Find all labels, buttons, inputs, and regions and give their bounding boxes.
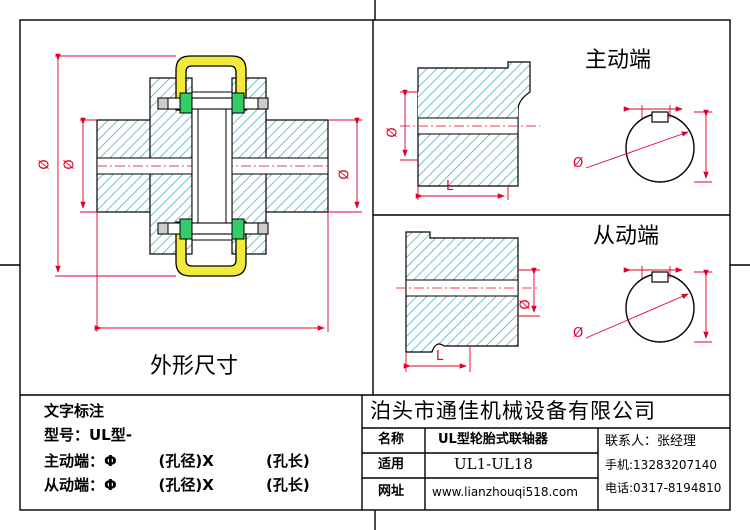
dim-phi-hub: Ø: [62, 159, 78, 170]
mobile-phone: 手机:13283207140: [605, 458, 718, 472]
dim-phi-right: Ø: [337, 169, 353, 180]
coupling-assembly-view: [55, 53, 362, 332]
dim-phi-drive-bore: Ø: [573, 156, 584, 171]
dim-phi-drive: Ø: [385, 127, 401, 138]
apply-value: UL1-UL18: [454, 455, 533, 473]
notes-model: 型号：UL型-: [44, 426, 132, 444]
name-value: UL型轮胎式联轴器: [438, 432, 548, 447]
outline-title: 外形尺寸: [150, 354, 239, 379]
dim-phi-outer: Ø: [37, 159, 53, 170]
drive-end-title: 主动端: [585, 48, 652, 73]
drive-end-section-view: [400, 61, 712, 200]
notes-driven-end: 从动端：Φ (孔径)X (孔长): [44, 476, 310, 494]
driven-end-section-view: [396, 231, 712, 372]
title-block-grid: [361, 395, 730, 510]
company-name: 泊头市通佳机械设备有限公司: [370, 399, 656, 423]
web-label: 网址: [378, 484, 405, 499]
notes-title: 文字标注: [44, 402, 105, 420]
web-value[interactable]: www.lianzhouqi518.com: [432, 485, 578, 499]
name-label: 名称: [378, 432, 405, 447]
dim-length-drive: L: [446, 179, 454, 194]
notes-drive-end: 主动端：Φ (孔径)X (孔长): [44, 452, 310, 470]
apply-label: 适用: [378, 457, 405, 472]
contact-person: 联系人：张经理: [605, 434, 697, 449]
telephone: 电话:0317-8194810: [605, 481, 722, 495]
driven-end-title: 从动端: [593, 224, 660, 249]
dim-phi-driven: Ø: [518, 299, 534, 310]
dim-phi-driven-bore: Ø: [573, 326, 584, 341]
dim-length-driven: L: [436, 349, 444, 364]
